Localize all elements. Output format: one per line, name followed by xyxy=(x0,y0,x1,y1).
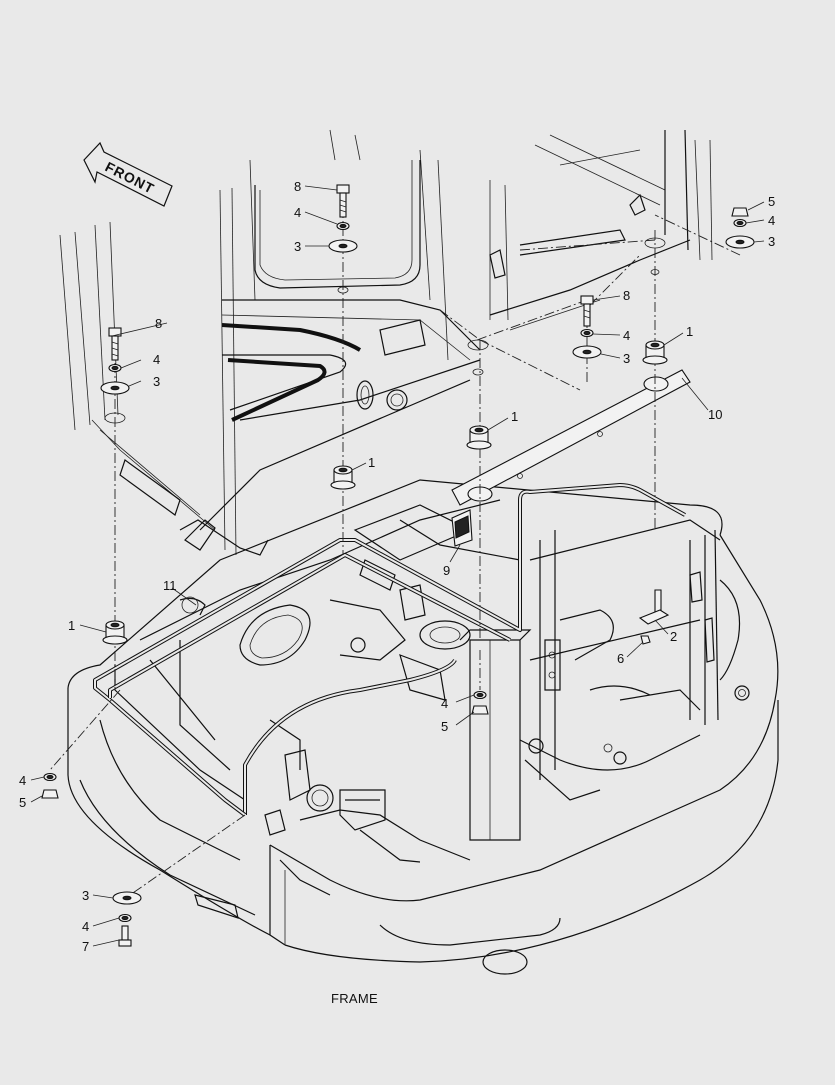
callout-1-c: 1 xyxy=(368,455,375,470)
nut-6 xyxy=(640,635,651,645)
callout-4-right: 4 xyxy=(623,328,630,343)
callout-4-mid: 4 xyxy=(441,696,448,711)
callout-5-leftlow: 5 xyxy=(19,795,26,810)
hole-cab-floor-2 xyxy=(472,368,484,376)
front-arrow: FRONT xyxy=(83,141,173,207)
mount-1-c xyxy=(330,465,356,490)
leader-lines xyxy=(30,185,765,947)
washer-4-top xyxy=(336,221,350,231)
callout-3-bottom: 3 xyxy=(82,888,89,903)
support-plate-10 xyxy=(451,369,691,506)
hole-left xyxy=(104,412,126,424)
bolt-7-bottom xyxy=(118,925,132,947)
guard-rail-11 xyxy=(93,483,686,817)
cab-left-edge xyxy=(59,221,216,531)
callout-8-top: 8 xyxy=(294,179,301,194)
bolt-8-left xyxy=(108,327,122,361)
nut-5-mid xyxy=(471,705,489,715)
callout-labels: 8 4 3 8 4 3 8 4 3 5 4 3 1 1 1 1 10 9 11 … xyxy=(19,179,775,954)
callout-5-farright: 5 xyxy=(768,194,775,209)
callout-11: 11 xyxy=(163,578,177,593)
mount-1-b xyxy=(466,425,492,450)
washer-4-leftlow xyxy=(43,772,57,782)
base-platform xyxy=(67,479,779,975)
callout-10: 10 xyxy=(708,407,722,422)
callout-3-farright: 3 xyxy=(768,234,775,249)
callout-4-left: 4 xyxy=(153,352,160,367)
bolt-8-top xyxy=(336,184,350,218)
washer-4-mid xyxy=(473,690,487,700)
diagram-caption: FRAME xyxy=(331,991,378,1006)
callout-6: 6 xyxy=(617,651,624,666)
callout-5-mid: 5 xyxy=(441,719,448,734)
callout-1-d: 1 xyxy=(68,618,75,633)
callout-4-bottom: 4 xyxy=(82,919,89,934)
frame-structure xyxy=(114,499,741,863)
mount-1-a xyxy=(642,340,668,365)
callout-4-leftlow: 4 xyxy=(19,773,26,788)
hole-farright xyxy=(644,237,666,249)
hole-cab-floor xyxy=(467,339,489,351)
callout-8-right: 8 xyxy=(623,288,630,303)
cab-right-module xyxy=(489,129,713,331)
callout-4-farright: 4 xyxy=(768,213,775,228)
callout-8-left: 8 xyxy=(155,316,162,331)
callout-1-b: 1 xyxy=(511,409,518,424)
callout-9: 9 xyxy=(443,563,450,578)
bolt-8-right xyxy=(580,295,594,327)
washer-3-left xyxy=(100,381,130,395)
callout-4-top: 4 xyxy=(294,205,301,220)
cab-body xyxy=(179,129,481,556)
nut-5-leftlow xyxy=(41,789,59,799)
callout-3-left: 3 xyxy=(153,374,160,389)
hole-top xyxy=(337,286,349,294)
callout-3-right: 3 xyxy=(623,351,630,366)
washer-4-right xyxy=(580,328,594,338)
washer-3-top xyxy=(328,239,358,253)
front-arrow-label: FRONT xyxy=(103,158,158,196)
mount-1-d xyxy=(102,620,128,645)
washer-4-farright xyxy=(733,218,747,228)
callout-7-bottom: 7 xyxy=(82,939,89,954)
washer-3-bottom xyxy=(112,891,142,905)
hole-farright-2 xyxy=(650,269,660,275)
callout-1-a: 1 xyxy=(686,324,693,339)
bracket-9 xyxy=(451,509,473,547)
centerlines xyxy=(49,190,741,896)
washer-4-bottom xyxy=(118,913,132,923)
washer-3-right xyxy=(572,345,602,359)
washer-3-farright xyxy=(725,235,755,249)
washer-4-left xyxy=(108,363,122,373)
callout-3-top: 3 xyxy=(294,239,301,254)
nut-5-farright xyxy=(731,207,749,217)
bolt-2 xyxy=(638,589,670,625)
callout-2: 2 xyxy=(670,629,677,644)
